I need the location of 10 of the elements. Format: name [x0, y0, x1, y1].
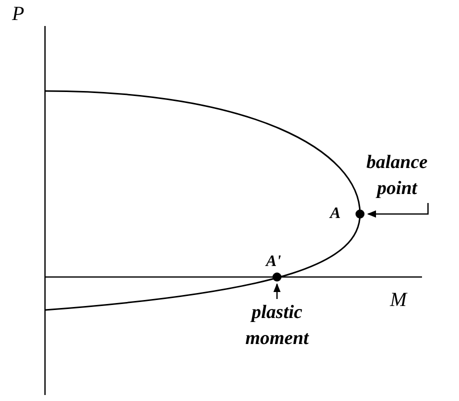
point-label: A' — [266, 252, 282, 272]
leader-arrow — [273, 283, 281, 299]
axis-label: P — [12, 2, 24, 26]
axis-label: M — [390, 288, 407, 312]
point-label: A — [330, 204, 341, 224]
callout-text: plastic moment — [244, 301, 310, 351]
leader-arrow — [367, 203, 429, 218]
point-marker — [356, 210, 364, 218]
point-marker — [272, 272, 282, 282]
callout-text: balance point — [365, 151, 429, 201]
